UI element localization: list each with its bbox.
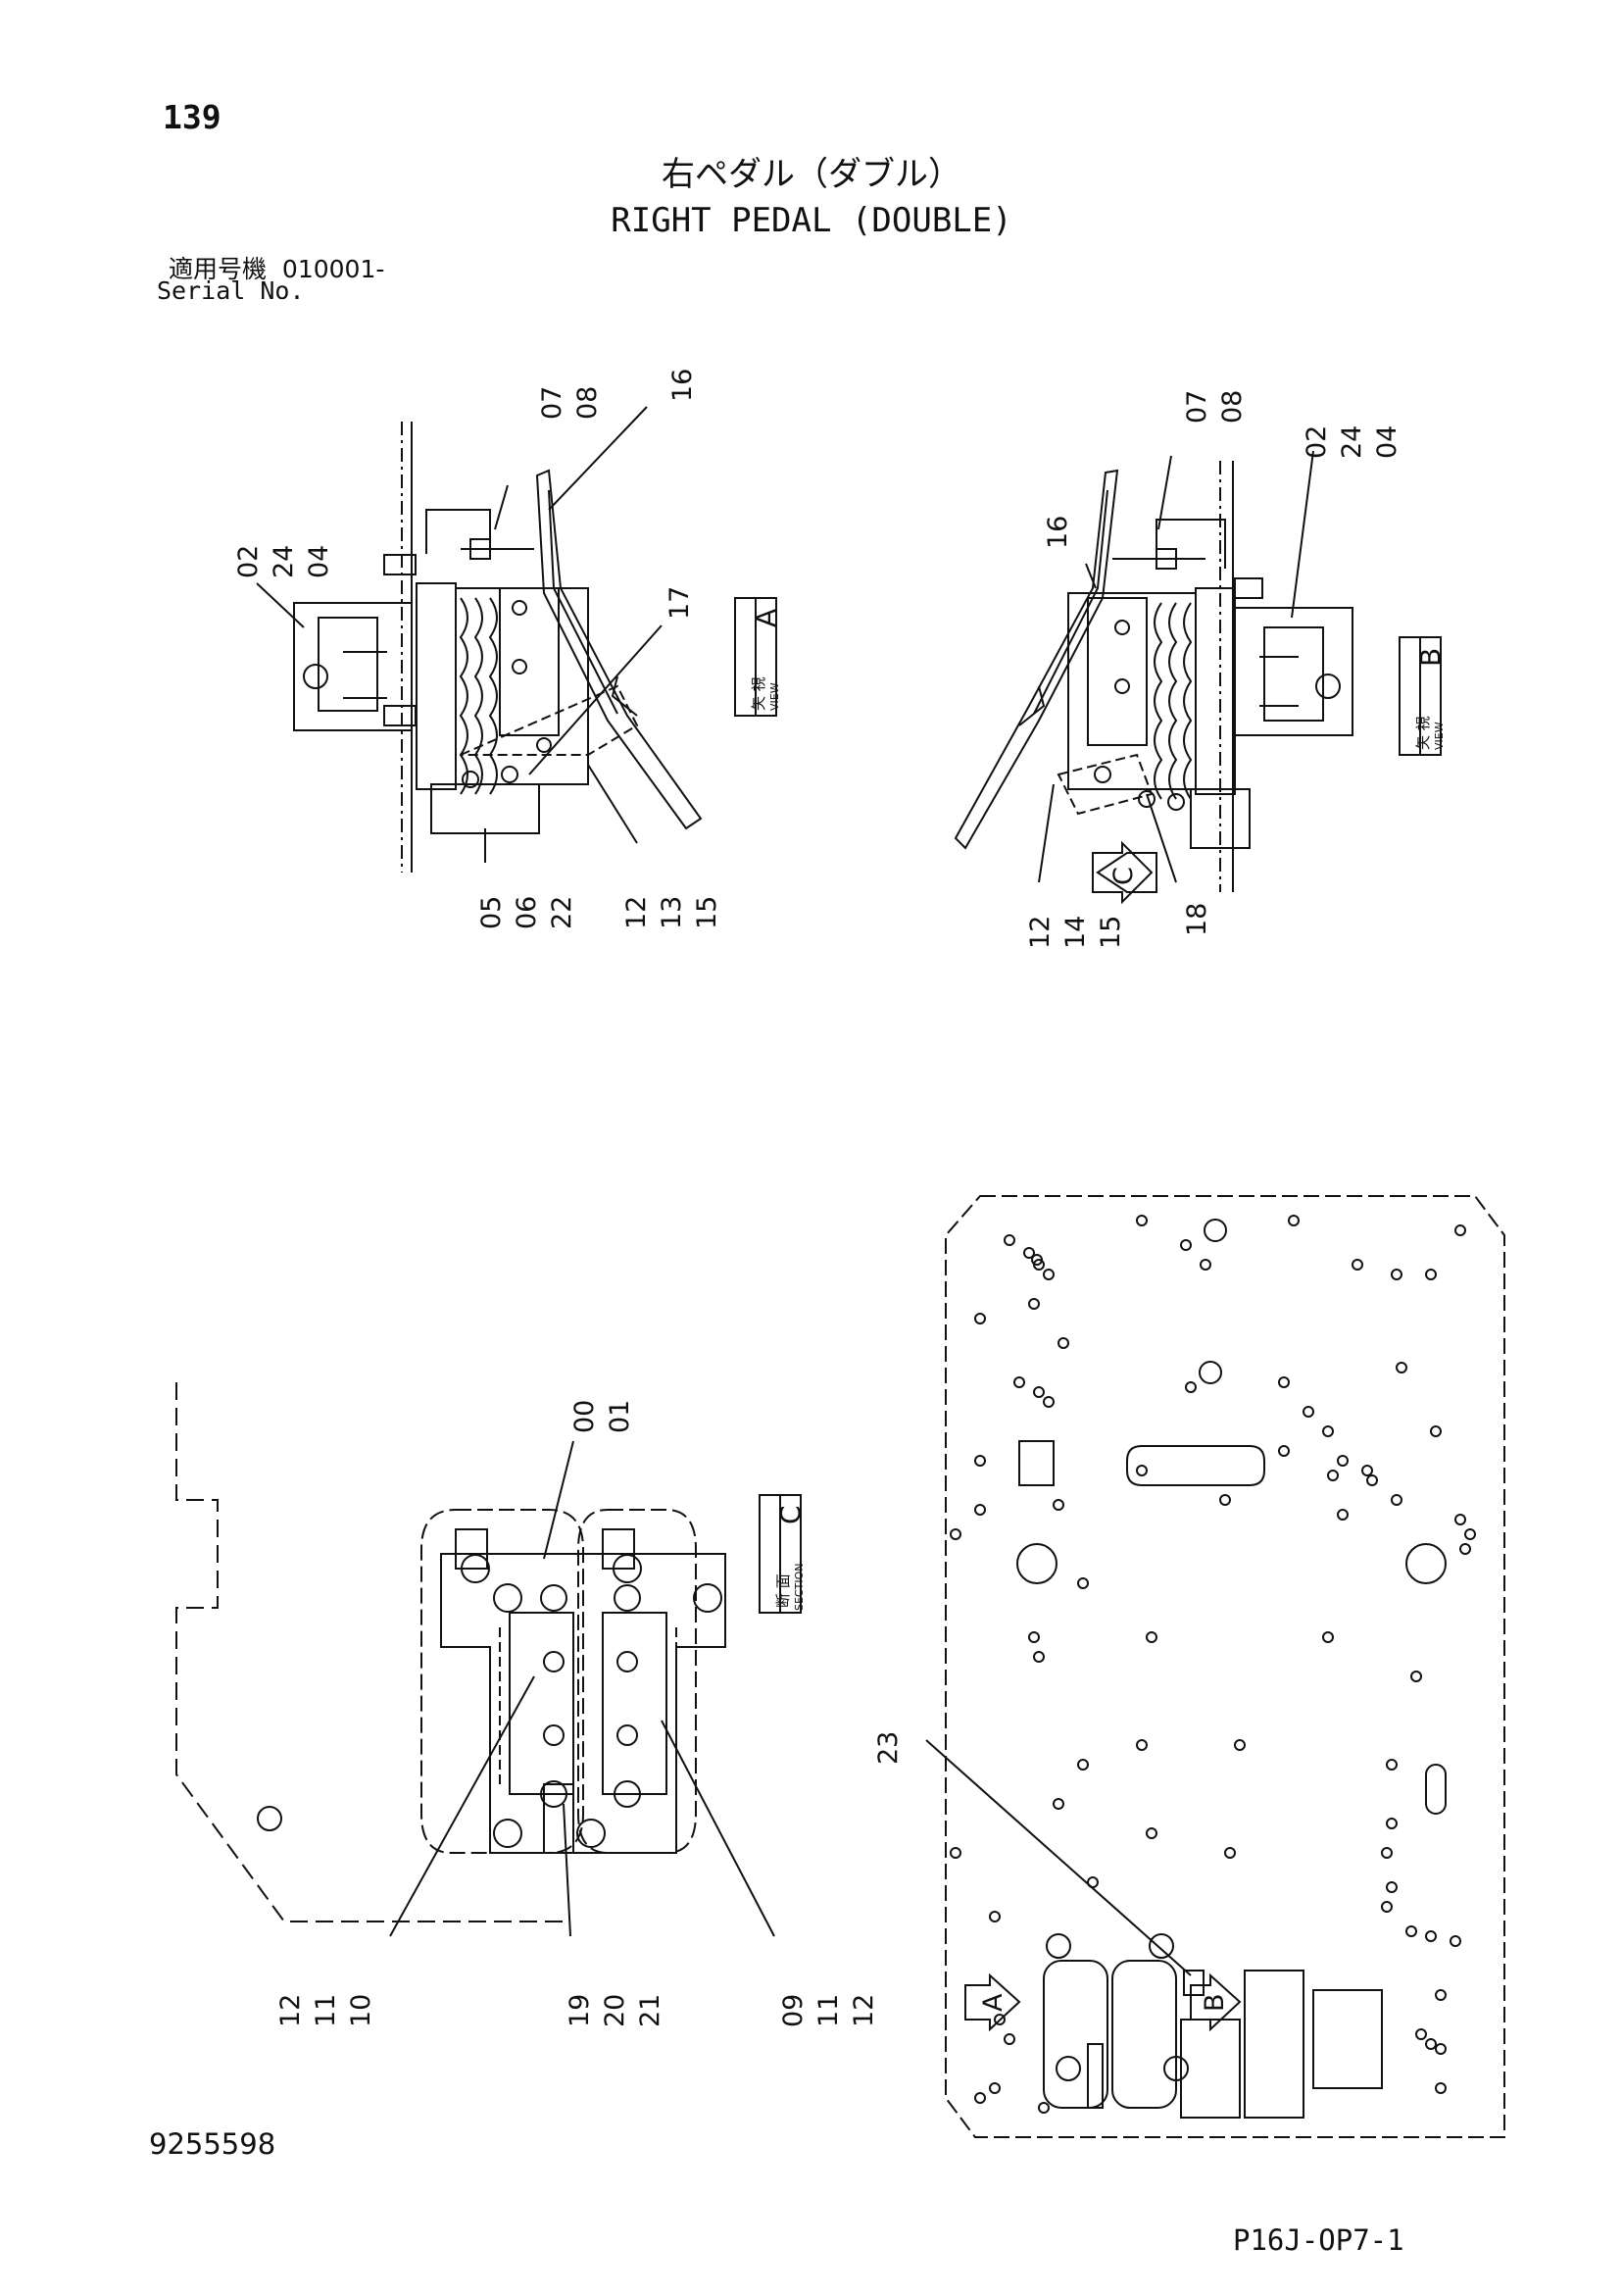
- callout-a-24: 24: [269, 545, 299, 578]
- view-a-letter: A: [750, 609, 782, 627]
- floor-arrow-b-label: B: [1200, 1993, 1230, 2012]
- floor-plate-holes: [950, 1215, 1476, 2114]
- section-c-leaders: [389, 1440, 775, 1937]
- section-c-small: SECTION: [793, 1564, 806, 1611]
- page-code: P16J-OP7-1: [1233, 2223, 1404, 2257]
- view-c-arrow: [1092, 840, 1154, 905]
- view-b-label-text: B 矢 視 VIEW: [1414, 648, 1447, 750]
- view-b-letter: B: [1414, 648, 1447, 667]
- section-c-label-text: C 断 面 SECTION: [774, 1505, 807, 1611]
- view-a-small: VIEW: [768, 682, 781, 711]
- floor-plate-drawing: [945, 1195, 1505, 2138]
- title-english: RIGHT PEDAL (DOUBLE): [611, 201, 1012, 240]
- view-a-label: [734, 597, 777, 717]
- callout-c-21: 21: [635, 1994, 665, 2027]
- section-c-label: [759, 1494, 802, 1614]
- callout-a-13: 13: [657, 896, 687, 929]
- callout-c-11a: 11: [311, 1994, 341, 2027]
- view-b-label: [1399, 636, 1442, 756]
- callout-c-19: 19: [565, 1994, 595, 2027]
- callout-a-02: 02: [233, 545, 264, 578]
- view-b-kanji: 矢 視: [1414, 716, 1432, 750]
- callout-a-06: 06: [512, 896, 542, 929]
- view-c-arrow-label: C: [1108, 867, 1139, 885]
- callout-b-15: 15: [1096, 916, 1126, 949]
- callout-a-17: 17: [664, 586, 695, 620]
- view-b-small: VIEW: [1433, 722, 1446, 750]
- callout-c-11b: 11: [813, 1994, 844, 2027]
- section-c-kanji: 断 面: [774, 1573, 792, 1608]
- callout-a-05: 05: [476, 896, 507, 929]
- floor-arrow-a-label: A: [978, 1993, 1008, 2012]
- callout-a-16: 16: [667, 369, 698, 402]
- callout-b-14: 14: [1060, 916, 1091, 949]
- view-b-drawing: [954, 461, 1353, 893]
- floor-arrow-b: [1190, 1972, 1242, 2032]
- callout-a-07: 07: [537, 386, 567, 420]
- callout-a-22: 22: [547, 896, 577, 929]
- callout-b-08: 08: [1217, 390, 1248, 424]
- floor-plate-leaders: [925, 1739, 1192, 1976]
- view-b-leaders: [1038, 450, 1314, 883]
- callout-c-01: 01: [605, 1400, 635, 1433]
- section-c-letter: C: [774, 1505, 807, 1524]
- page-number: 139: [163, 98, 221, 136]
- view-a-drawing: [293, 422, 703, 873]
- view-a-leaders: [256, 406, 663, 863]
- callout-b-02: 02: [1302, 425, 1332, 459]
- serial-value: 010001-: [281, 255, 385, 283]
- callout-23: 23: [873, 1731, 904, 1765]
- callout-b-07: 07: [1182, 390, 1212, 424]
- callout-b-16: 16: [1043, 516, 1073, 549]
- callout-a-15: 15: [692, 896, 722, 929]
- view-a-kanji: 矢 視: [750, 676, 767, 711]
- serial-label-english: Serial No.: [157, 276, 305, 305]
- callout-c-12b: 12: [849, 1994, 879, 2027]
- serial-label-japanese: 適用号機 010001-: [169, 250, 384, 285]
- title-japanese: 右ペダル（ダブル）: [662, 155, 961, 194]
- callout-c-12a: 12: [275, 1994, 306, 2027]
- callout-b-04: 04: [1372, 425, 1402, 459]
- callout-c-20: 20: [600, 1994, 630, 2027]
- callout-a-08: 08: [572, 386, 603, 420]
- callout-b-12: 12: [1025, 916, 1056, 949]
- view-a-label-text: A 矢 視 VIEW: [750, 609, 782, 711]
- floor-arrow-a: [964, 1972, 1021, 2032]
- drawing-number: 9255598: [149, 2127, 276, 2161]
- callout-b-18: 18: [1182, 903, 1212, 936]
- callout-b-24: 24: [1337, 425, 1367, 459]
- callout-a-04: 04: [304, 545, 334, 578]
- callout-c-00: 00: [569, 1400, 600, 1433]
- section-c-drawing: [175, 1382, 726, 1922]
- serial-jp-label: 適用号機: [169, 255, 268, 283]
- callout-c-09: 09: [778, 1994, 809, 2027]
- callout-c-10: 10: [346, 1994, 376, 2027]
- callout-a-12: 12: [621, 896, 652, 929]
